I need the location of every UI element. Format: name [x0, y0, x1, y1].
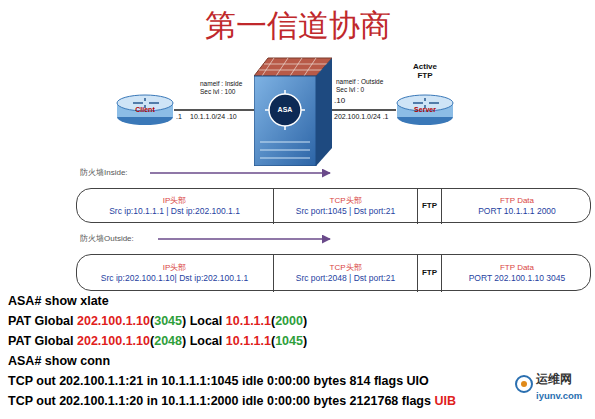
field-name: TCP头部: [330, 195, 362, 206]
band-outline: [76, 188, 591, 223]
field-name: IP头部: [163, 195, 187, 206]
ip-label: 202.100.1.0/24 .1: [334, 113, 389, 121]
field-name: FTP Data: [500, 195, 534, 206]
band-heading: 防火墙Outside:: [80, 234, 134, 244]
command-text: 3045: [154, 313, 182, 329]
field-value: PORT 202.100.1.10 3045: [469, 273, 566, 284]
band-heading: 防火墙Inside:: [80, 168, 128, 178]
interface-label: Sec lvl : 100: [200, 88, 235, 96]
ip-label: 10.1.1.0/24 .10: [190, 113, 237, 121]
asa-firewall: ASA: [254, 54, 332, 166]
command-text: ) Local: [182, 313, 222, 329]
command-text: 10.1.1.1: [226, 333, 271, 349]
ip-label: .1: [176, 113, 182, 121]
command-line: PAT Global202.100.1.10(3045) Local10.1.1…: [8, 313, 307, 329]
packet-band: 防火墙Outside: IP头部Src ip:202.100.1.10| Dst …: [76, 232, 592, 292]
command-text: 2000: [275, 313, 303, 329]
direction-arrow: [150, 172, 330, 174]
field-value: PORT 10.1.1.1 2000: [478, 206, 556, 217]
command-text: (: [150, 333, 154, 349]
ip-label: .10: [334, 96, 345, 105]
interface-label: nameif : Outside: [336, 78, 383, 86]
command-line: TCP out 202.100.1.1:21 in 10.1.1.1:1045 …: [8, 373, 429, 389]
device-label: ASA: [269, 105, 301, 115]
command-text: TCP out 202.100.1.1:21 in 10.1.1.1:1045 …: [8, 373, 429, 389]
command-line: ASA# show conn: [8, 353, 110, 369]
ftp-data-field: FTP DataPORT 202.100.1.10 3045: [442, 254, 592, 292]
command-text: (: [271, 313, 275, 329]
network-link: [174, 109, 254, 111]
field-name: IP头部: [163, 262, 187, 273]
command-text: (: [271, 333, 275, 349]
field-value: Src port:2048 | Dst port:21: [296, 273, 396, 284]
watermark-logo: [516, 376, 532, 392]
field-value: Src ip:202.100.1.10| Dst ip:202.100.1.1: [101, 273, 248, 284]
device-label: Server: [396, 105, 454, 115]
direction-arrow: [158, 238, 330, 240]
command-text: TCP out 202.100.1.1:20 in 10.1.1.1:2000 …: [8, 393, 431, 409]
field-value: Src ip:10.1.1.1 | Dst ip:202.100.1.1: [109, 206, 240, 217]
command-text: 202.100.1.10: [77, 313, 150, 329]
ftp-data-field: FTP DataPORT 10.1.1.1 2000: [442, 188, 592, 224]
watermark: 运维网: [536, 372, 572, 386]
interface-label: nameif : Inside: [200, 80, 242, 88]
field-name: FTP: [422, 268, 437, 278]
command-line: PAT Global202.100.1.10(2048) Local10.1.1…: [8, 333, 307, 349]
command-text: 2048: [154, 333, 182, 349]
command-text: ): [303, 313, 307, 329]
band-outline: [76, 254, 591, 291]
field-value: Src port:1045 | Dst port:21: [296, 206, 396, 217]
tcp-header-field: TCP头部Src port:1045 | Dst port:21: [274, 188, 418, 224]
client-router: Client: [116, 94, 174, 126]
packet-band: 防火墙Inside: IP头部Src ip:10.1.1.1 | Dst ip:2…: [76, 166, 592, 224]
field-name: FTP Data: [500, 262, 534, 273]
command-text: ASA# show xlate: [8, 293, 109, 309]
command-text: (: [150, 313, 154, 329]
command-text: ASA# show conn: [8, 353, 110, 369]
command-line: ASA# show xlate: [8, 293, 109, 309]
ip-header-field: IP头部Src ip:202.100.1.10| Dst ip:202.100.…: [76, 254, 274, 292]
device-label: Client: [116, 105, 174, 115]
tcp-header-field: TCP头部Src port:2048 | Dst port:21: [274, 254, 418, 292]
field-name: TCP头部: [330, 262, 362, 273]
ftp-field: FTP: [418, 188, 442, 224]
command-text: ) Local: [182, 333, 222, 349]
command-text: 10.1.1.1: [226, 313, 271, 329]
interface-label: Sec lvl : 0: [336, 86, 364, 94]
watermark: iyunv.com: [536, 390, 582, 402]
command-text: UIB: [434, 393, 456, 409]
field-name: FTP: [422, 201, 437, 211]
command-line: TCP out 202.100.1.1:20 in 10.1.1.1:2000 …: [8, 393, 456, 409]
command-text: 202.100.1.10: [77, 333, 150, 349]
command-text: PAT Global: [8, 333, 74, 349]
server-router: Active FTP Server: [396, 62, 454, 126]
command-text: PAT Global: [8, 313, 74, 329]
network-link: [332, 109, 396, 111]
command-text: ): [303, 333, 307, 349]
ip-header-field: IP头部Src ip:10.1.1.1 | Dst ip:202.100.1.1: [76, 188, 274, 224]
title: 第一信道协商: [0, 6, 595, 46]
role-label: Active FTP: [408, 62, 442, 80]
command-text: 1045: [275, 333, 303, 349]
ftp-field: FTP: [418, 254, 442, 292]
